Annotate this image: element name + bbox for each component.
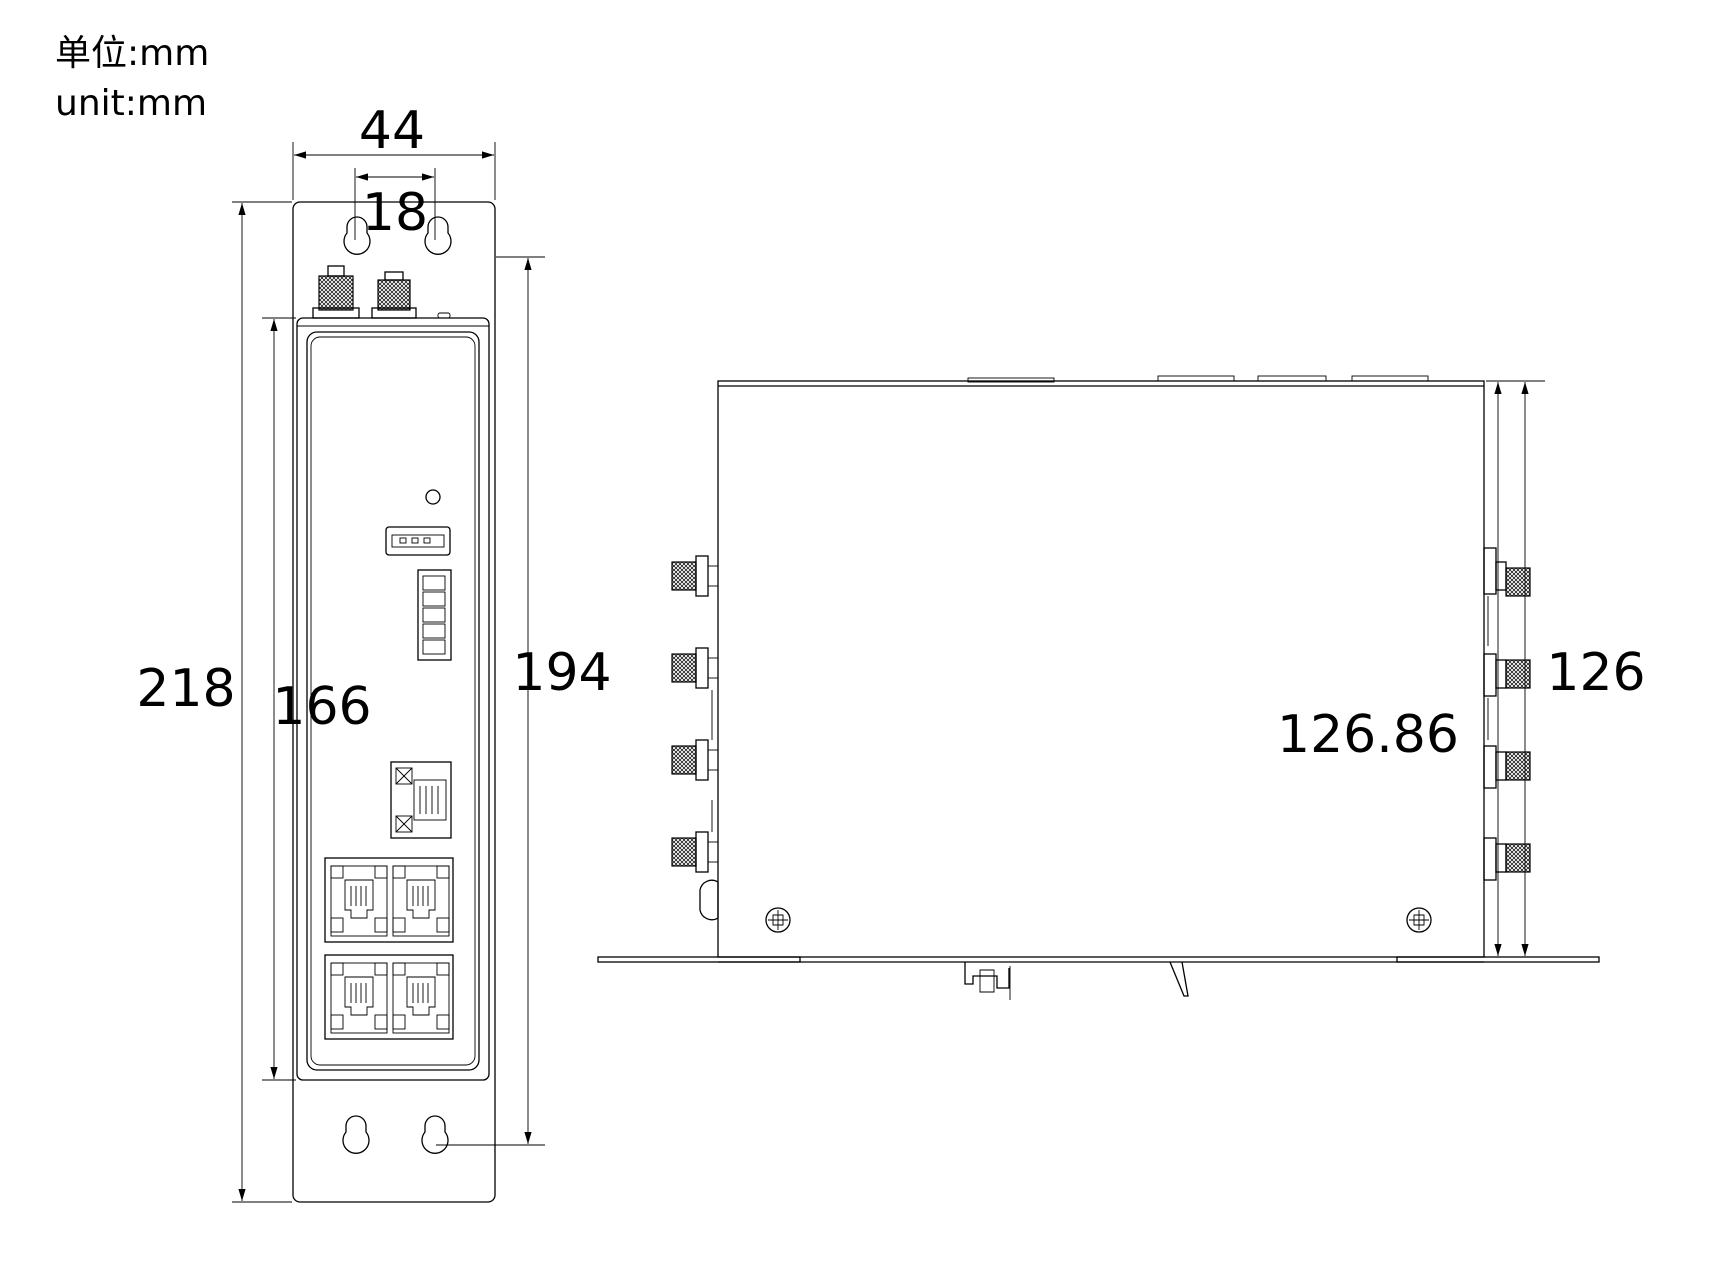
din-rail-clip — [964, 961, 1189, 1000]
dim-label-44: 44 — [359, 101, 425, 161]
ethernet-ports-lower — [324, 954, 454, 1040]
dim-height-holes: 194 — [436, 256, 612, 1146]
side-view: 126.86 126 — [597, 375, 1646, 1000]
dim-width-outer: 44 — [292, 101, 496, 200]
antenna-connector-top-left — [312, 265, 360, 319]
front-panel-inner — [306, 331, 480, 1071]
side-body — [717, 380, 1485, 958]
antenna-connectors-left — [671, 555, 719, 921]
screw-left — [765, 907, 791, 933]
dim-height-total: 218 — [136, 201, 292, 1203]
dim-label-126: 126 — [1546, 643, 1645, 703]
keyhole-slot-bottom-left — [342, 1115, 370, 1154]
front-view: 44 18 218 166 194 — [136, 101, 612, 1203]
dim-height-panel: 166 — [262, 317, 372, 1081]
keyhole-slot-bottom-right — [421, 1115, 449, 1154]
front-mount-plate — [292, 201, 496, 1203]
ethernet-ports-upper — [324, 857, 454, 943]
antenna-connectors-right — [1483, 547, 1531, 881]
dim-width-holes: 18 — [354, 168, 436, 243]
terminal-block — [417, 569, 452, 661]
unit-label-en: unit:mm — [55, 83, 208, 124]
dim-label-126-86: 126.86 — [1277, 705, 1459, 765]
dim-label-18: 18 — [362, 183, 428, 243]
unit-label-cn: 单位:mm — [55, 33, 210, 74]
dim-depth-inner: 126.86 — [1277, 380, 1530, 958]
usb-port — [385, 526, 451, 556]
keyhole-slot-top-right — [424, 216, 452, 255]
antenna-connector-top-right — [371, 271, 417, 319]
dim-label-194: 194 — [512, 643, 611, 703]
screw-right — [1406, 907, 1432, 933]
dim-label-218: 218 — [136, 659, 235, 719]
led-indicator — [425, 489, 441, 505]
sim-slot — [390, 761, 452, 839]
dim-depth-outer: 126 — [1486, 380, 1646, 958]
side-base-plate — [597, 956, 801, 963]
dim-label-166: 166 — [272, 677, 371, 737]
